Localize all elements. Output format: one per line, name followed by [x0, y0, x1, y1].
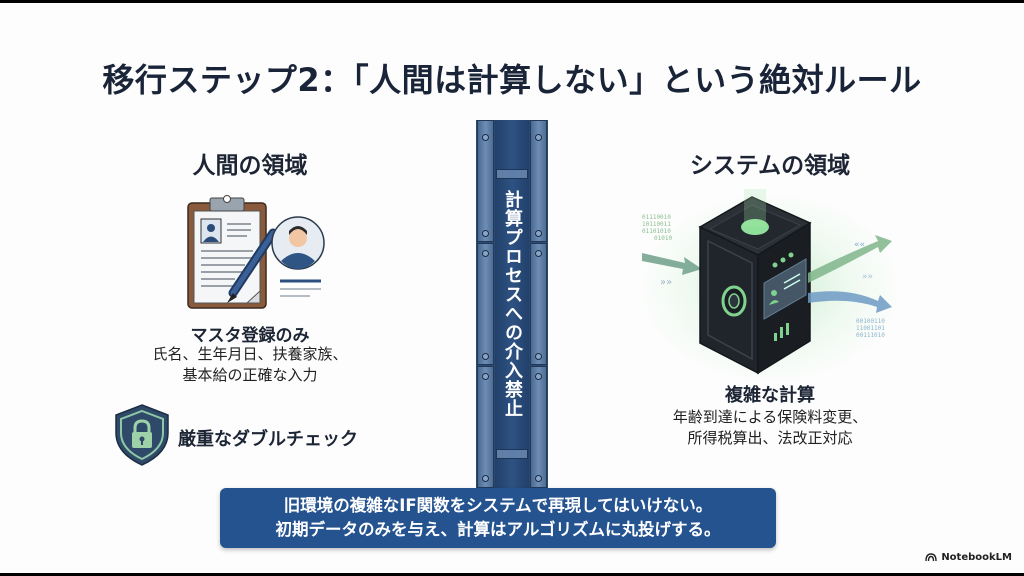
no-intervention-label: 計算プロセスへの介入禁止: [502, 190, 523, 418]
svg-text:««: ««: [854, 240, 865, 250]
system-domain-desc-line2: 所得税算出、法改正対応: [687, 429, 853, 447]
human-domain-desc-line1: 氏名、生年月日、扶養家族、: [152, 345, 348, 363]
svg-text:10110011: 10110011: [642, 221, 671, 228]
brand-watermark: NotebookLM: [925, 552, 1012, 563]
svg-text:01101010: 01101010: [642, 228, 671, 235]
system-domain-heading: システムの領域: [689, 153, 851, 179]
pen-icon: [227, 228, 278, 303]
svg-text:01110010: 01110010: [642, 214, 671, 221]
svg-text:11001101: 11001101: [856, 325, 885, 332]
banner-line1: 旧環境の複雑なIF関数をシステムで再現してはいけない。: [283, 496, 713, 515]
human-domain-desc-line2: 基本給の正確な入力: [182, 366, 318, 384]
svg-text:00100110: 00100110: [856, 318, 885, 325]
data-out-arrow-green-icon: [808, 235, 892, 283]
slide: 移行ステップ2：「人間は計算しない」という絶対ルール 人間の領域: [0, 3, 1024, 573]
brand-label: NotebookLM: [941, 552, 1012, 563]
human-domain-heading: 人間の領域: [192, 153, 308, 179]
data-out-arrow-icon: [808, 291, 892, 313]
secure-vault-icon: [698, 189, 812, 375]
user-avatar-icon: [271, 216, 325, 270]
shield-lock-icon: [113, 403, 171, 467]
banner-line2: 初期データのみを与え、計算はアルゴリズムに丸投げする。: [275, 520, 721, 539]
summary-banner: 旧環境の複雑なIF関数をシステムで再現してはいけない。 初期データのみを与え、計…: [220, 488, 776, 548]
clipboard-icon: [187, 195, 325, 309]
system-domain-desc-line1: 年齢到達による保険料変更、: [672, 408, 868, 426]
svg-text:00111010: 00111010: [856, 332, 885, 339]
svg-text:»»: »»: [660, 277, 672, 288]
divider-pillar: 計算プロセスへの介入禁止: [476, 120, 548, 488]
notebooklm-logo-icon: [925, 553, 938, 562]
double-check-label: 厳重なダブルチェック: [178, 429, 358, 450]
svg-text:»»: »»: [862, 272, 873, 282]
clipboard-illustration: [185, 193, 335, 313]
human-domain-subheading: マスタ登録のみ: [190, 326, 310, 346]
system-domain-subheading: 複雑な計算: [725, 385, 815, 406]
slide-title: 移行ステップ2：「人間は計算しない」という絶対ルール: [102, 61, 922, 99]
svg-text:01010: 01010: [654, 235, 672, 242]
data-in-arrow-icon: [642, 253, 702, 275]
